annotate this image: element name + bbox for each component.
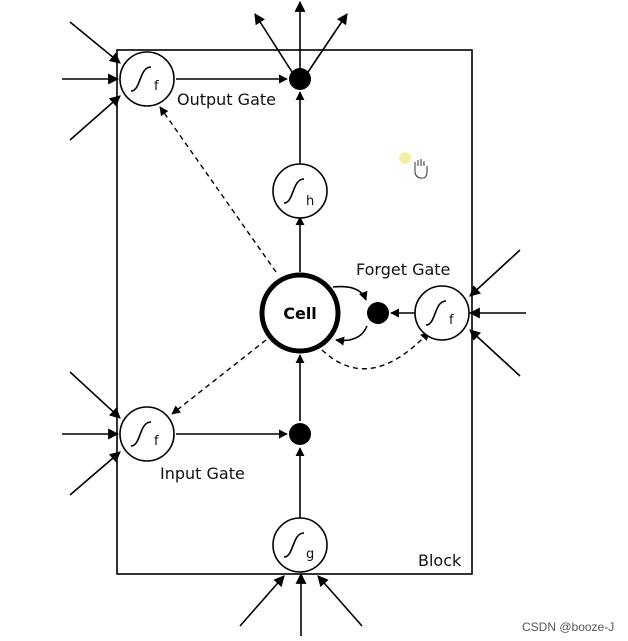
cell-output-activation: h <box>306 194 314 209</box>
sigmoid-icon <box>283 178 305 204</box>
output-gate-inputs <box>62 21 121 141</box>
sigmoid-icon <box>130 421 152 447</box>
internal-connections <box>176 74 415 518</box>
output-gate-label: Output Gate <box>177 90 276 109</box>
cell-input-inputs <box>239 572 363 636</box>
cell-input-activation: g <box>306 547 314 562</box>
sigmoid-icon <box>130 66 152 92</box>
cell-input-node: g <box>272 517 328 573</box>
cell-node: Cell <box>259 272 341 354</box>
forget-gate-inputs <box>468 249 526 377</box>
sigmoid-icon <box>425 300 447 326</box>
output-gate-activation: f <box>154 79 159 94</box>
cell-output-node: h <box>272 163 328 219</box>
output-multiply-node <box>289 68 311 90</box>
peephole-connections <box>159 106 430 415</box>
block-outputs <box>254 0 348 73</box>
cell-label: Cell <box>283 304 317 323</box>
mouse-cursor-icon <box>399 152 428 179</box>
forget-multiply-node <box>367 302 389 324</box>
input-gate-activation: f <box>154 434 159 449</box>
forget-gate-activation: f <box>449 313 454 328</box>
input-gate-inputs <box>62 371 121 496</box>
forget-gate-label: Forget Gate <box>356 260 450 279</box>
input-multiply-node <box>289 423 311 445</box>
input-gate-label: Input Gate <box>160 464 245 483</box>
watermark: CSDN @booze-J <box>522 620 614 634</box>
input-gate-node: f <box>119 406 175 462</box>
block-label: Block <box>418 551 462 570</box>
sigmoid-icon <box>283 532 305 558</box>
output-gate-node: f <box>119 51 175 107</box>
forget-gate-node: f <box>414 285 470 341</box>
